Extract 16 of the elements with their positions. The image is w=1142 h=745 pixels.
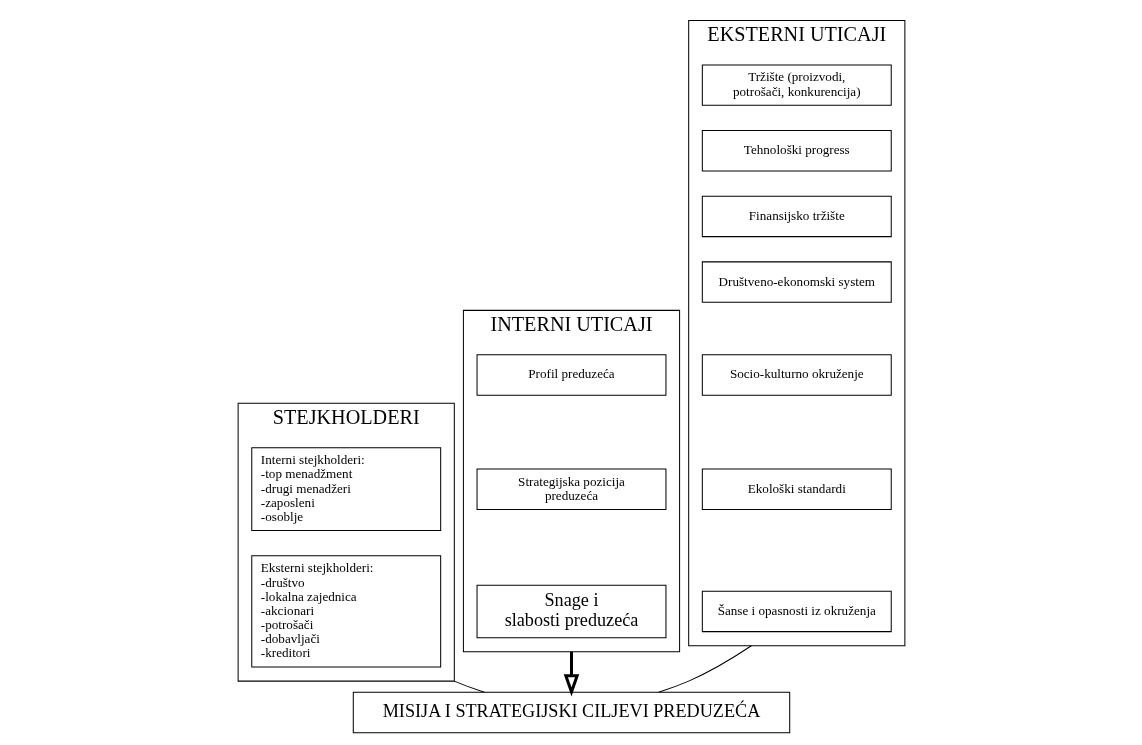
node-box: Ekološki standardi (701, 468, 892, 510)
node-box: Tehnološki progress (701, 130, 892, 172)
node-box: Šanse i opasnosti iz okruženja (701, 590, 892, 633)
node-box: Finansijsko tržište (701, 195, 892, 238)
node-box: Socio-kulturno okruženje (701, 354, 892, 396)
node-box: Društveno-ekonomski system (701, 261, 892, 303)
node-box: MISIJA I STRATEGIJSKI CILJEVI PREDUZEĆA (352, 691, 790, 734)
node-box: Tržište (proizvodi, potrošači, konkurencija) (701, 64, 892, 106)
arrow (563, 651, 579, 697)
node-box: Eksterni stejkholderi: -društvo -lokalna zajednica -akcionari -potrošači -dobavljači -kreditori (250, 555, 441, 668)
node-box: Interni stejkholderi: -top menadžment -drugi menadžeri -zaposleni -osoblje (250, 447, 441, 532)
connector (657, 645, 752, 693)
node-box: Strategijska pozicija preduzeća (476, 468, 666, 510)
node-box: Profil preduzeća (476, 354, 666, 396)
connector (453, 680, 485, 693)
node-box: Snage i slabosti preduzeća (476, 584, 666, 639)
